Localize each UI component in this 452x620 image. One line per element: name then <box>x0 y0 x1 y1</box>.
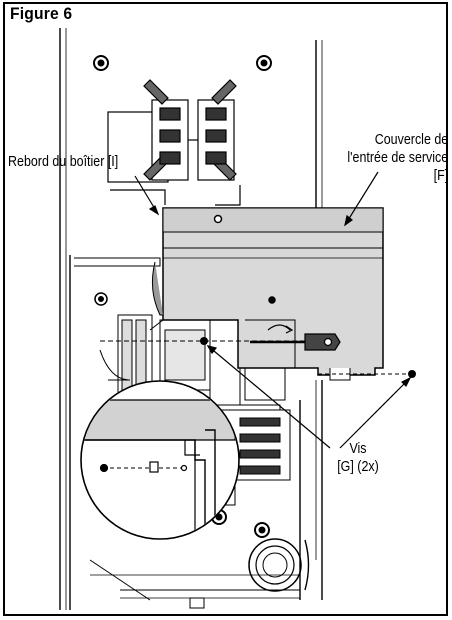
label-screws-line2: [G] (2x) <box>337 459 379 475</box>
screwdriver <box>250 324 341 351</box>
label-service-cover-line2: l'entrée de service <box>347 150 448 166</box>
leader-lines <box>134 171 412 449</box>
service-entrance-cover <box>149 207 384 381</box>
label-screws-line1: Vis <box>349 441 367 457</box>
screw-in-place <box>200 337 208 345</box>
label-service-cover-line1: Couvercle de <box>374 132 448 148</box>
label-enclosure-ledge: Rebord du boîtier [I] <box>8 154 119 170</box>
label-service-cover-line3: [F] <box>433 168 448 184</box>
label-screws: Vis [G] (2x) <box>324 440 393 476</box>
label-service-cover: Couvercle de l'entrée de service [F] <box>347 131 448 185</box>
enclosure <box>59 28 323 610</box>
figure-title: Figure 6 <box>10 4 73 23</box>
figure-frame <box>3 2 448 616</box>
main-lugs <box>107 79 241 206</box>
conduit-knockout <box>248 538 310 592</box>
detail-zoom <box>80 380 240 540</box>
screw-loose <box>318 370 416 378</box>
